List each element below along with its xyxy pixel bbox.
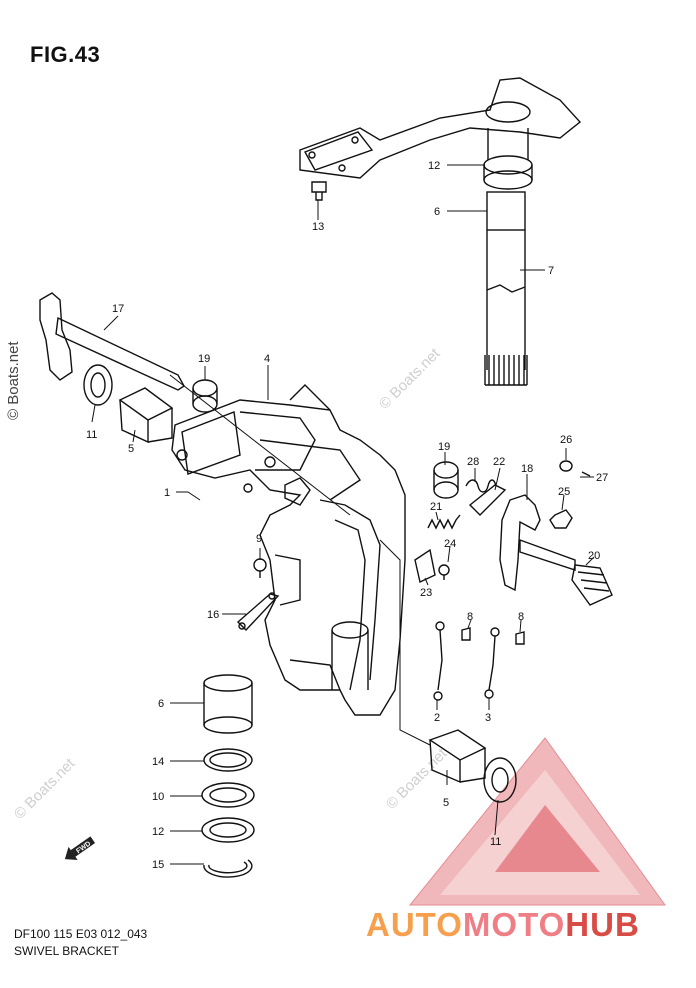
callout-11-left: 11 (86, 429, 97, 441)
brand-part-auto: AUTO (366, 906, 463, 943)
watermark-center: © Boats.net (376, 345, 444, 413)
callout-16: 16 (207, 609, 219, 621)
callout-27: 27 (596, 472, 608, 484)
callout-10: 10 (152, 791, 164, 803)
callout-17: 17 (112, 303, 124, 315)
callout-25: 25 (558, 486, 570, 498)
callout-8-right: 8 (518, 611, 524, 623)
swivel-bracket-body (171, 384, 406, 716)
watermark-group: © Boats.net © Boats.net © Boats.net © Bo… (5, 341, 451, 823)
callout-1: 1 (164, 487, 170, 499)
callout-2: 2 (434, 712, 440, 724)
watermark-bottom-left: © Boats.net (11, 755, 79, 823)
lower-bushing-stack (201, 674, 517, 878)
callout-9: 9 (256, 533, 262, 545)
callout-6-top: 6 (434, 206, 440, 218)
figure-name: SWIVEL BRACKET (14, 944, 119, 958)
callout-8-left: 8 (467, 611, 473, 623)
callout-12-bottom: 12 (152, 826, 164, 838)
brand-part-moto: MOTO (462, 906, 566, 943)
callout-numbers: 12 6 7 13 17 19 4 11 5 1 9 16 19 28 22 2… (86, 160, 608, 871)
watermark-bottom-center: © Boats.net (383, 745, 451, 813)
fwd-arrow-icon: FWD (64, 836, 96, 860)
figure-code: DF100 115 E03 012_043 (14, 927, 148, 941)
callout-6-bottom: 6 (158, 698, 164, 710)
callout-13: 13 (312, 221, 324, 233)
callout-4: 4 (264, 353, 270, 365)
callout-18: 18 (521, 463, 533, 475)
callout-5-left: 5 (128, 443, 134, 455)
callout-14: 14 (152, 756, 164, 768)
steering-bracket-assembly (299, 77, 582, 386)
callout-28: 28 (467, 456, 479, 468)
tilt-tube-assembly (39, 292, 218, 444)
figure-title: FIG.43 (30, 42, 101, 67)
callout-15: 15 (152, 859, 164, 871)
callout-19-left: 19 (198, 353, 210, 365)
callout-12-top: 12 (428, 160, 440, 172)
callout-24: 24 (444, 538, 456, 550)
callout-22: 22 (493, 456, 505, 468)
callout-21: 21 (430, 501, 442, 513)
brand-part-hub: HUB (565, 906, 640, 943)
automotohub-wordmark: AUTOMOTOHUB (366, 906, 640, 944)
leader-lines (91, 164, 595, 865)
fwd-label: FWD (75, 840, 92, 855)
callout-5-bottom: 5 (443, 797, 449, 809)
callout-19-right: 19 (438, 441, 450, 453)
callout-23: 23 (420, 587, 432, 599)
callout-3: 3 (485, 712, 491, 724)
automotohub-triangle-logo (408, 737, 666, 906)
callout-11-bottom: 11 (490, 836, 501, 848)
callout-7: 7 (548, 265, 554, 277)
callout-26: 26 (560, 434, 572, 446)
watermark-left: © Boats.net (5, 341, 22, 420)
callout-20: 20 (588, 550, 600, 562)
tilt-lock-parts (236, 460, 613, 701)
